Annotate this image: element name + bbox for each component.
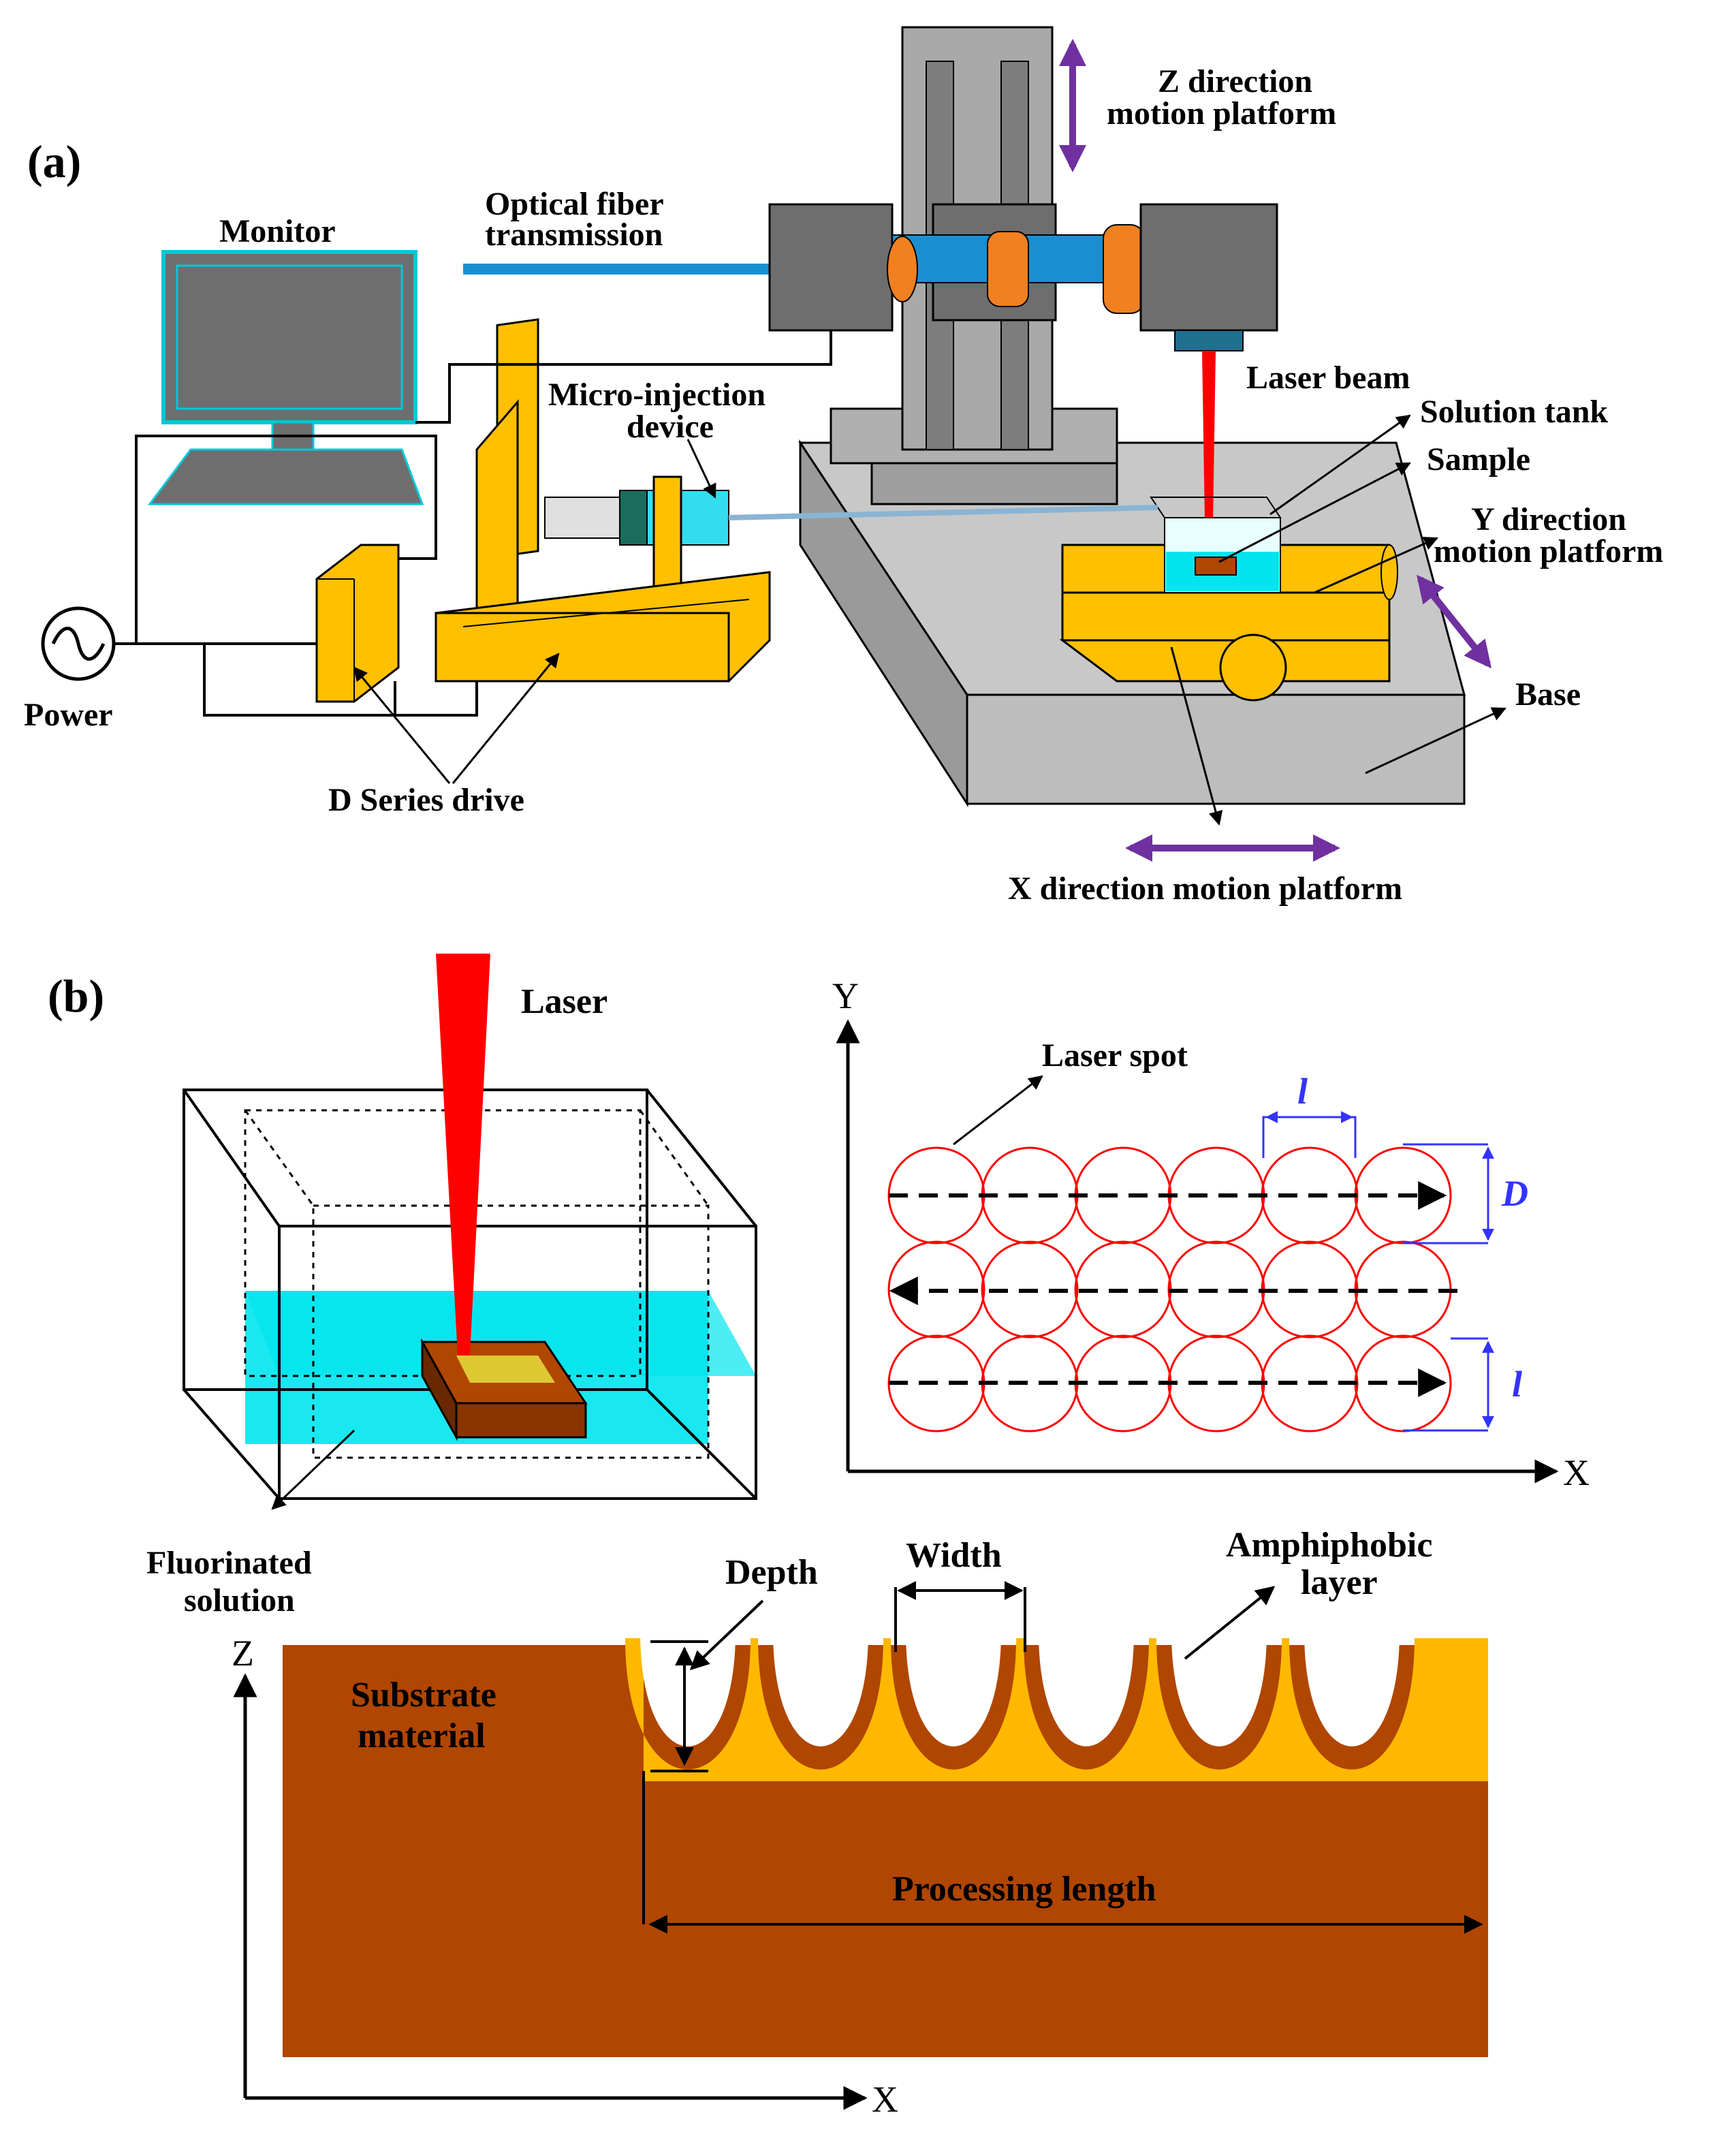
label-fluorinated-2: solution	[184, 1582, 295, 1618]
label-spacing-l-top: l	[1297, 1071, 1308, 1112]
sample	[1195, 557, 1237, 576]
laser-spot-circle	[981, 1240, 1079, 1338]
label-laser-spot: Laser spot	[1042, 1037, 1188, 1074]
axis-x-label-section: X	[872, 2079, 898, 2120]
monitor	[148, 250, 424, 505]
label-z-platform-1: Z direction	[1158, 63, 1312, 99]
label-d-series-drive: D Series drive	[328, 782, 524, 818]
solution-tank	[1150, 497, 1282, 593]
sample-block	[420, 1338, 588, 1441]
label-z-platform-2: motion platform	[1107, 95, 1336, 131]
label-base: Base	[1515, 676, 1581, 713]
label-y-platform-1: Y direction	[1471, 501, 1626, 537]
label-substrate-1: Substrate	[351, 1676, 496, 1715]
label-fluorinated-1: Fluorinated	[146, 1545, 312, 1581]
label-y-platform-2: motion platform	[1434, 533, 1663, 569]
panel-b-tag: (b)	[48, 970, 104, 1022]
panel-b: (b)	[48, 954, 1590, 2120]
d-series-drive	[315, 544, 400, 703]
micro-injection-device	[435, 318, 1158, 683]
label-solution-tank: Solution tank	[1420, 394, 1608, 430]
label-power: Power	[24, 697, 113, 733]
cross-section: Z X Depth Width Amphiphobic layer Substr…	[232, 1526, 1492, 2120]
label-diameter-d: D	[1501, 1173, 1528, 1214]
power-source	[41, 606, 116, 681]
label-spacing-l-right: l	[1512, 1364, 1522, 1405]
axis-x-label-scan: X	[1563, 1452, 1590, 1493]
laser-spot-circle	[1074, 1146, 1172, 1244]
panel-a-tag: (a)	[27, 136, 81, 187]
laser-cone	[436, 954, 490, 1356]
leader-lines	[353, 414, 1506, 826]
laser-head	[768, 203, 1278, 351]
label-x-platform: X direction motion platform	[1008, 871, 1402, 907]
axis-y-label: Y	[832, 975, 859, 1016]
laser-spot-circle	[1074, 1334, 1172, 1432]
laser-spot-circle	[887, 1240, 985, 1338]
label-amphiphobic-2: layer	[1301, 1563, 1378, 1602]
axis-z-label: Z	[232, 1633, 254, 1674]
groove-cutout	[640, 1625, 1492, 1747]
label-micro-injection-2: device	[627, 409, 714, 445]
y-motion-arrow	[1417, 574, 1492, 669]
label-laser: Laser	[521, 982, 607, 1021]
scan-diagram: Y X l D l Laser sp	[832, 975, 1590, 1493]
label-laser-beam: Laser beam	[1246, 360, 1410, 396]
fluorinated-leader	[271, 1429, 356, 1510]
label-depth: Depth	[725, 1553, 818, 1592]
wiring	[114, 330, 832, 717]
label-amphiphobic-1: Amphiphobic	[1226, 1526, 1432, 1565]
label-optical-fiber-2: transmission	[485, 217, 663, 253]
panel-a: (a)	[24, 26, 1663, 907]
label-width: Width	[906, 1536, 1002, 1575]
label-monitor: Monitor	[219, 213, 336, 249]
laser-spot-leader	[953, 1075, 1043, 1146]
label-substrate-2: material	[358, 1717, 486, 1755]
laser-beam	[1202, 351, 1216, 565]
amphiphobic-coating	[625, 1638, 1488, 1781]
label-sample: Sample	[1427, 441, 1530, 477]
label-processing-length: Processing length	[892, 1870, 1156, 1909]
label-micro-injection-1: Micro-injection	[548, 377, 766, 413]
laser-spot-circle	[1354, 1240, 1452, 1338]
label-optical-fiber-1: Optical fiber	[485, 186, 664, 222]
